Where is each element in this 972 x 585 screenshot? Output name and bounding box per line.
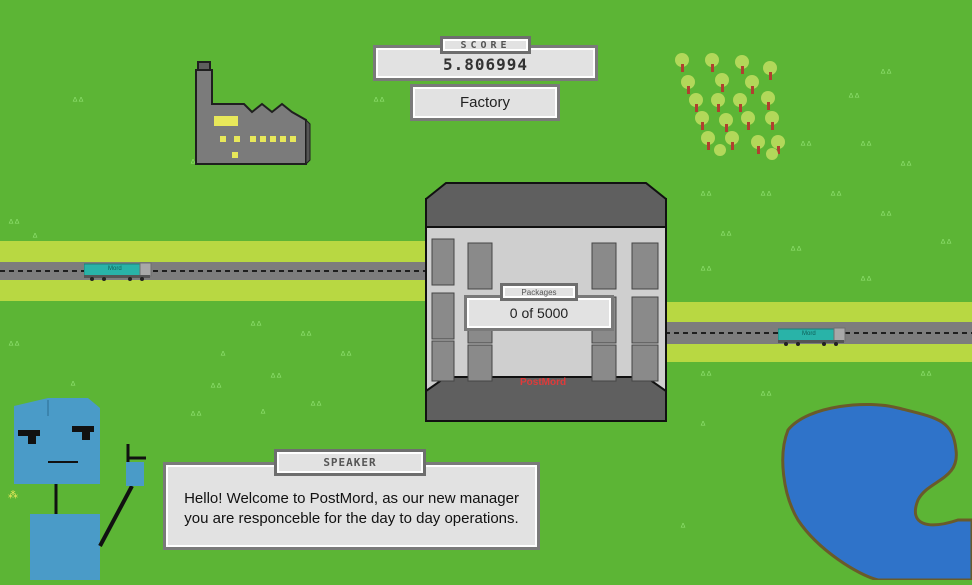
grass-tuft-icon: ᐞᐞ: [310, 399, 322, 412]
grass-tuft-icon: ᐞᐞ: [300, 329, 312, 342]
train-icon: [83, 262, 152, 281]
train-logo: Mord: [802, 331, 816, 337]
packages-label: Packages: [500, 283, 578, 301]
grass-tuft-icon: ᐞᐞ: [8, 217, 20, 230]
svg-text:⁂: ⁂: [8, 490, 18, 501]
lake: [778, 400, 972, 585]
packages-counter: 0 of 5000: [464, 295, 614, 331]
dialog-message: Hello! Welcome to PostMord, as our new m…: [184, 490, 519, 527]
grass-tuft-icon: ᐞ: [32, 231, 38, 244]
grass-tuft-icon: ᐞᐞ: [830, 189, 842, 202]
warehouse[interactable]: 0 of 5000 Packages PostMord: [424, 181, 668, 423]
grass-tuft-icon: ᐞ: [700, 419, 706, 432]
grass-tuft-icon: ᐞᐞ: [848, 91, 860, 104]
grass-tuft-icon: ᐞᐞ: [700, 264, 712, 277]
factory-icon: [195, 61, 311, 166]
grass-tuft-icon: ᐞᐞ: [250, 319, 262, 332]
factory[interactable]: [194, 60, 312, 171]
grass-tuft-icon: ᐞ: [190, 157, 196, 170]
speaker-label: SPEAKER: [274, 449, 426, 476]
tree-cluster: [672, 50, 796, 171]
grass-tuft-icon: ᐞᐞ: [940, 237, 952, 250]
train-left[interactable]: Mord: [83, 262, 152, 287]
grass-tuft-icon: ᐞᐞ: [860, 139, 872, 152]
robot-speaker-icon: ⁂: [8, 398, 146, 580]
grass-tuft-icon: ᐞᐞ: [210, 381, 222, 394]
grass-tuft-icon: ᐞᐞ: [880, 209, 892, 222]
robot-speaker: ⁂: [8, 396, 158, 585]
grass-tuft-icon: ᐞᐞ: [270, 371, 282, 384]
grass-tuft-icon: ᐞᐞ: [860, 274, 872, 287]
train-icon: [777, 327, 846, 346]
grass-tuft-icon: ᐞᐞ: [920, 369, 932, 382]
grass-tuft-icon: ᐞᐞ: [373, 95, 385, 108]
train-logo: Mord: [108, 266, 122, 272]
grass-tuft-icon: ᐞᐞ: [340, 349, 352, 362]
grass-tuft-icon: ᐞᐞ: [800, 139, 812, 152]
grass-tuft-icon: ᐞᐞ: [790, 244, 802, 257]
grass-tuft-icon: ᐞᐞ: [72, 95, 84, 108]
grass-tuft-icon: ᐞᐞ: [760, 189, 772, 202]
grass-tuft-icon: ᐞᐞ: [760, 389, 772, 402]
grass-tuft-icon: ᐞ: [680, 521, 686, 534]
grass-tuft-icon: ᐞᐞ: [700, 189, 712, 202]
grass-tuft-icon: ᐞ: [220, 349, 226, 362]
factory-button[interactable]: Factory: [410, 84, 560, 121]
grass-tuft-icon: ᐞᐞ: [880, 67, 892, 80]
grass-tuft-icon: ᐞ: [70, 379, 76, 392]
tree-cluster-icon: [675, 53, 785, 160]
postmord-logo: PostMord: [520, 377, 567, 388]
grass-tuft-icon: ᐞᐞ: [8, 339, 20, 352]
dialog-box: Hello! Welcome to PostMord, as our new m…: [163, 462, 540, 550]
grass-tuft-icon: ᐞᐞ: [900, 159, 912, 172]
grass-tuft-icon: ᐞᐞ: [190, 409, 202, 422]
rail-track-left: [0, 262, 428, 280]
train-right[interactable]: Mord: [777, 327, 846, 352]
grass-tuft-icon: ᐞᐞ: [720, 229, 732, 242]
lake-icon: [781, 403, 972, 582]
grass-tuft-icon: ᐞ: [260, 407, 266, 420]
grass-tuft-icon: ᐞᐞ: [700, 369, 712, 382]
score-label: SCORE: [440, 36, 531, 54]
score-value: 5.806994: [442, 55, 529, 74]
